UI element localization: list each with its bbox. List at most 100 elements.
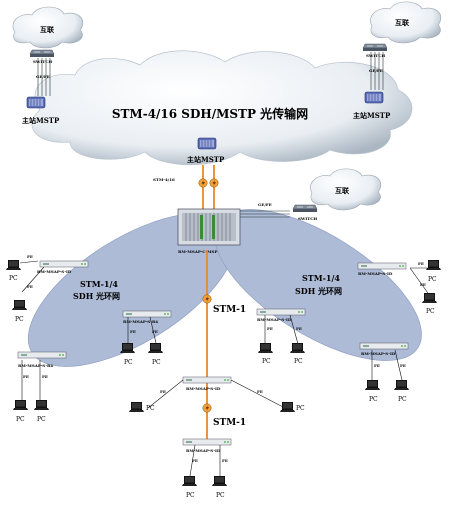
pc-label: PC [186, 492, 195, 499]
node-label-left-mid: RM-MSAP-S-R4 [123, 319, 158, 324]
link-left [37, 58, 51, 96]
optical-link-icon [202, 403, 212, 413]
link-right [370, 52, 384, 90]
pc-icon [6, 260, 21, 270]
switch-icon-right [362, 43, 388, 52]
pc-label: PC [37, 416, 46, 423]
pc-icon [120, 343, 135, 353]
switch-icon-center [292, 204, 318, 213]
internet-cloud-right [370, 1, 442, 44]
chain-label-2: STM-1 [213, 418, 246, 428]
pc-label: PC [398, 396, 407, 403]
optical-link-icon [198, 178, 208, 188]
fe-label: FE [160, 389, 166, 394]
pc-label: PC [9, 275, 18, 282]
node-icon-right-top [357, 262, 407, 270]
fe-links [19, 260, 431, 477]
mstp-label-right: 主站MSTP [353, 111, 391, 120]
node-label-chain-1: RM-MSAP-S-ID [186, 386, 221, 391]
pc-icon [13, 400, 28, 410]
ring-left-line2: SDH 光环网 [73, 291, 120, 301]
fe-label: FE [27, 284, 33, 289]
pc-icon [258, 343, 273, 353]
internet-cloud-center [310, 168, 382, 211]
pc-icon [422, 293, 437, 303]
fe-label: FE [23, 374, 29, 379]
switch-icon-left [29, 49, 55, 58]
switch-label-right: SWITCH [366, 53, 385, 58]
internet-cloud-left [12, 6, 84, 49]
node-icon-chain-1 [182, 376, 232, 384]
optical-link-icon [209, 178, 219, 188]
node-icon-chain-2 [182, 438, 232, 446]
fe-label: FE [42, 374, 48, 379]
node-label-left-top: RM-MSAP-S-ID [37, 269, 72, 274]
fe-label: FE [420, 282, 426, 287]
node-label-right-bot: RM-MSAP-S-ID [361, 351, 396, 356]
pc-icon [148, 343, 163, 353]
node-label-right-top: RM-MSAP-S-ID [358, 271, 393, 276]
fe-label: FE [374, 363, 380, 368]
switch-label-left: SWITCH [33, 59, 52, 64]
internet-label-left: 互联 [40, 25, 55, 34]
pc-icon [212, 476, 227, 486]
node-icon-right-mid [256, 308, 306, 316]
gefe-label-right: GE/FE [369, 68, 383, 73]
node-label-left-bot: RM-MSAP-S-R4 [18, 363, 53, 368]
fe-label: FE [130, 329, 136, 334]
pc-label: PC [152, 359, 161, 366]
pc-icon [12, 300, 27, 310]
fe-label: FE [27, 254, 33, 259]
fe-label: FE [267, 326, 273, 331]
pc-label: PC [262, 358, 271, 365]
pc-icon [182, 476, 197, 486]
fe-label: FE [192, 458, 198, 463]
center-link [240, 210, 290, 218]
fe-label: FE [418, 261, 424, 266]
node-icon-left-top [39, 260, 89, 268]
mstp-label-left: 主站MSTP [22, 116, 60, 125]
center-rack-icon [177, 208, 241, 246]
ring-left-line1: STM-1/4 [80, 279, 118, 289]
internet-label-right: 互联 [395, 18, 410, 27]
pc-icon [394, 380, 409, 390]
pc-label: PC [428, 276, 437, 283]
backbone-cloud [31, 50, 413, 166]
pc-label: PC [369, 396, 378, 403]
internet-label-center: 互联 [335, 186, 350, 195]
node-icon-right-bot [359, 342, 409, 350]
pc-icon [426, 260, 441, 270]
node-icon-left-mid [122, 310, 172, 318]
node-label-chain-2: RM-MSAP-S-ID [186, 448, 221, 453]
optical-link-icon [202, 294, 212, 304]
fe-label: FE [257, 389, 263, 394]
pc-label: PC [146, 405, 155, 412]
pc-label: PC [294, 358, 303, 365]
mstp-router-icon-left [26, 96, 46, 109]
switch-label-center: SWITCH [298, 216, 317, 221]
pc-icon [290, 343, 305, 353]
center-gefe-label: GE/FE [258, 202, 272, 207]
center-device-label: RM-MSAP-C-MSP [178, 249, 217, 254]
mstp-router-icon-right [364, 91, 384, 104]
gefe-label-left: GE/FE [36, 74, 50, 79]
fe-label: FE [296, 326, 302, 331]
pc-icon [280, 402, 295, 412]
pc-label: PC [296, 405, 305, 412]
pc-icon [34, 400, 49, 410]
node-label-right-mid: RM-MSAP-S-ID [257, 317, 292, 322]
node-icon-left-bot [17, 351, 67, 359]
pc-label: PC [124, 359, 133, 366]
pc-label: PC [216, 492, 225, 499]
ring-right-line1: STM-1/4 [302, 273, 340, 283]
pc-label: PC [16, 416, 25, 423]
chain-label-1: STM-1 [213, 305, 246, 315]
pc-icon [365, 380, 380, 390]
pc-icon [129, 402, 144, 412]
uplink-lines [202, 165, 215, 210]
pc-label: PC [426, 308, 435, 315]
fe-label: FE [152, 329, 158, 334]
fe-label: FE [400, 363, 406, 368]
